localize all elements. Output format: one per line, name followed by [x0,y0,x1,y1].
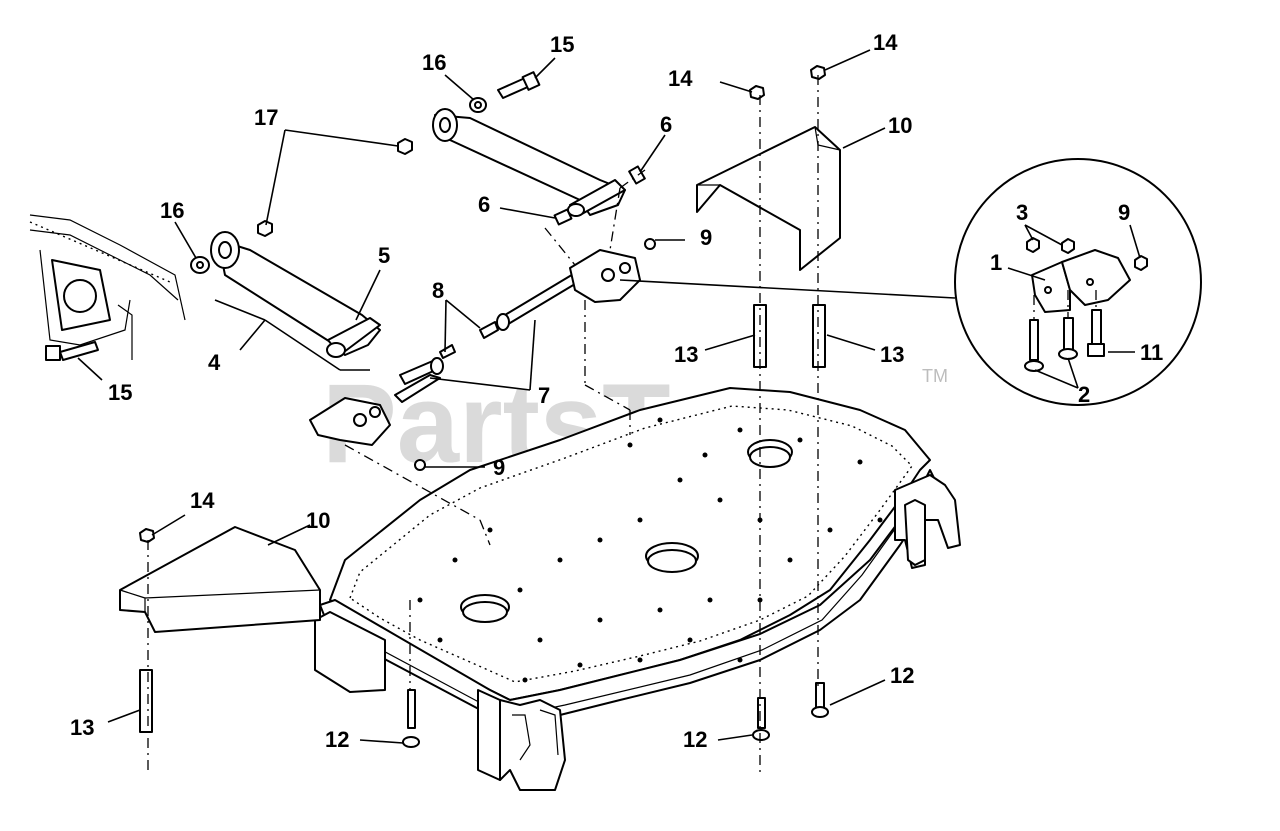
callout-14: 14 [190,488,215,513]
tractor-frame [29,214,186,360]
lift-arm-upper [432,108,626,217]
callout-5: 5 [378,243,390,268]
callout-9: 9 [700,225,712,250]
bolt-12-b [752,697,770,741]
standoff-13-a [753,304,767,368]
callout-16: 16 [422,50,446,75]
callout-8: 8 [432,278,444,303]
callout-13: 13 [70,715,94,740]
washer-16-upper [469,97,487,113]
standoff-13-b [812,304,826,368]
bolt-12-a [402,689,420,748]
deck-brackets [309,249,641,446]
callout-12: 12 [890,663,914,688]
callout-12: 12 [325,727,349,752]
callout-13: 13 [880,342,904,367]
leader-lines [77,49,1141,744]
mower-deck [314,387,961,791]
inset-leader [619,279,956,299]
callout-13: 13 [674,342,698,367]
callout-11: 11 [1140,340,1163,365]
nut-14-b [810,65,826,80]
washer-16-lower [190,256,210,274]
nut-9-upper [644,238,656,250]
callout-17: 17 [254,105,278,130]
callout-2: 2 [1078,382,1090,407]
nut-17-lower [257,220,273,237]
callout-14: 14 [873,30,898,55]
callout-6: 6 [478,192,490,217]
callout-10: 10 [306,508,330,533]
nut-17-upper [397,138,413,155]
callout-7: 7 [538,383,550,408]
standoff-13-c [139,669,153,733]
nut-14-c [139,528,155,543]
callout-4: 4 [208,350,221,375]
callout-labels: 15 16 17 6 6 16 9 5 8 4 7 15 9 14 14 10 … [70,30,1163,752]
callout-1: 1 [990,250,1002,275]
callout-10: 10 [888,113,912,138]
callout-15: 15 [550,32,574,57]
bolt-15-upper [497,71,541,99]
lift-arm-lower [210,231,381,358]
baffle-left [119,526,321,633]
nut-9-lower [414,459,426,471]
bolt-15-lower [45,341,99,361]
assembly-lines [147,75,819,775]
watermark-trademark: TM [922,366,948,386]
callout-15: 15 [108,380,132,405]
nut-14-a [749,85,765,100]
callout-12: 12 [683,727,707,752]
callout-14: 14 [668,66,693,91]
bolt-12-c [811,682,829,718]
callout-9: 9 [1118,200,1130,225]
detail-inset [954,158,1202,406]
callout-9: 9 [493,455,505,480]
callout-6: 6 [660,112,672,137]
pins [394,165,646,403]
callout-3: 3 [1016,200,1028,225]
callout-16: 16 [160,198,184,223]
